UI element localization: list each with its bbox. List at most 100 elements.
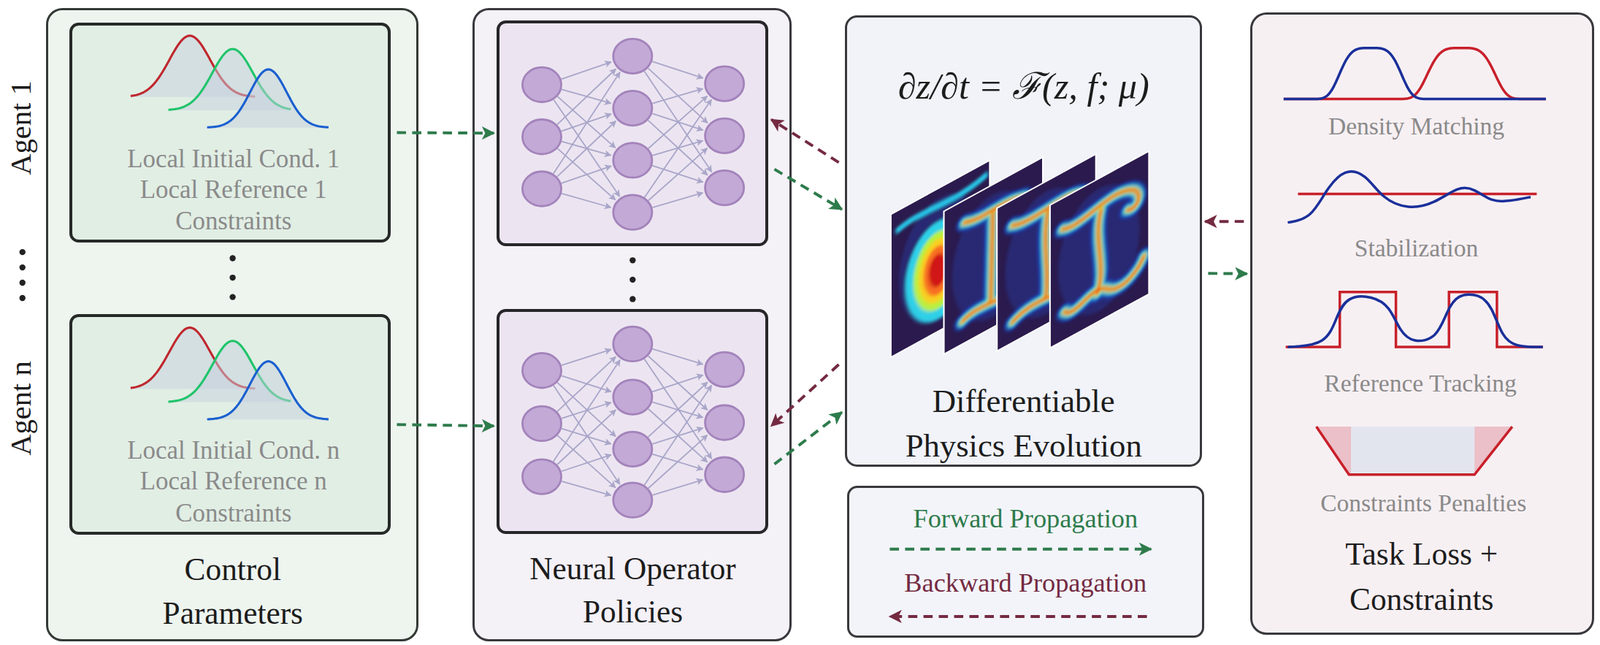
slice-background <box>944 157 1044 355</box>
net-connection <box>644 99 713 198</box>
field-blob <box>913 218 963 323</box>
net-neuron <box>705 457 745 493</box>
net-connection <box>557 409 616 465</box>
net-connection <box>561 428 612 444</box>
agent-label: Agent n <box>2 360 38 455</box>
net-neuron <box>613 379 653 415</box>
gaussian-fill <box>130 35 255 98</box>
net-connection <box>652 349 703 365</box>
ellipsis-dot <box>629 295 636 302</box>
field-slice <box>944 157 1044 355</box>
net-neuron <box>613 90 653 126</box>
field-blob <box>904 203 970 338</box>
slice-field <box>896 171 989 344</box>
node-text: Control Parameters <box>130 546 335 635</box>
node-text: Local Initial Cond. n <box>80 435 387 466</box>
objective-caption: Constraints Penalties <box>1320 489 1527 518</box>
slice-outline <box>890 159 991 358</box>
slice-outline <box>996 154 1097 352</box>
penalty-region <box>1316 426 1352 475</box>
net-connection <box>553 72 620 174</box>
gaussian-fill <box>207 361 329 420</box>
loss-panel: Task Loss + Constraints <box>1250 12 1595 635</box>
illustration <box>19 35 1546 518</box>
field-glow <box>898 175 981 343</box>
net-connection <box>557 382 616 437</box>
field-stroke <box>962 187 1028 322</box>
net-connection <box>561 113 612 132</box>
gaussian-fill <box>168 341 292 403</box>
net-connection <box>648 96 708 149</box>
net-connection <box>561 89 612 103</box>
field-blob <box>923 238 953 303</box>
node-text: Constraints <box>80 498 387 529</box>
net-connection <box>561 375 612 392</box>
neural-net <box>522 326 744 518</box>
net-connection <box>553 385 620 485</box>
net-connection <box>652 140 703 156</box>
objective-caption: Reference Tracking <box>1323 369 1517 398</box>
net-connection <box>553 99 620 197</box>
net-connection <box>652 88 703 103</box>
forward-arrow <box>396 131 494 136</box>
net-connection <box>557 148 615 200</box>
field-blob <box>928 249 948 292</box>
net-connection <box>647 120 707 176</box>
gaussian-curve <box>130 35 255 97</box>
backward-arrow <box>771 364 839 426</box>
legend-text: Backward Propagation <box>904 567 1147 599</box>
net-connection <box>648 148 708 201</box>
gaussian-fill <box>130 327 255 390</box>
agent-label: Agent 1 <box>2 80 38 175</box>
net-neuron <box>613 194 653 231</box>
net-connection <box>647 67 707 123</box>
agent-box: Local Initial Cond. nLocal Reference nCo… <box>69 314 391 535</box>
backward-arrow <box>771 119 839 163</box>
net-connection <box>561 62 612 80</box>
net-connection <box>644 358 712 459</box>
net-neuron <box>613 143 653 179</box>
net-connection <box>644 70 712 172</box>
stabilization-curve <box>1287 171 1531 223</box>
node-text: Task Loss + Constraints <box>1294 531 1549 622</box>
net-connection <box>561 454 612 472</box>
feasible-region <box>1350 426 1475 475</box>
field-slice <box>1050 151 1150 349</box>
density-curve <box>1283 48 1546 100</box>
field-stroke <box>962 187 1028 322</box>
slice-field <box>952 172 1035 340</box>
ellipsis-dot <box>19 249 26 255</box>
field-stroke <box>1062 179 1145 319</box>
net-connection <box>557 96 615 148</box>
net-connection <box>652 401 703 417</box>
forward-arrow <box>1207 271 1247 275</box>
net-connection <box>647 381 707 437</box>
ellipsis-dot <box>229 254 236 261</box>
net-connection <box>652 479 703 496</box>
field-glow <box>1004 169 1087 337</box>
forward-arrow <box>774 411 842 464</box>
ellipsis-dot <box>19 295 26 301</box>
group-panel: Neural Operator Policies <box>472 8 792 641</box>
net-connection <box>648 435 708 489</box>
net-neuron <box>705 118 745 154</box>
agent-box: Local Initial Cond. 1Local Reference 1Co… <box>69 22 391 244</box>
net-neuron <box>522 171 561 207</box>
ellipsis-dot <box>229 274 236 281</box>
legend-text: Forward Propagation <box>912 503 1138 534</box>
ellipsis-dot <box>19 264 26 271</box>
gaussian-curve <box>207 361 329 420</box>
field-stroke <box>962 187 1028 322</box>
physics-panel: ∂z/∂t = ℱ(z, f; μ)Differentiable Physics… <box>844 15 1203 467</box>
gaussian-curve <box>130 327 255 389</box>
net-neuron <box>613 326 653 362</box>
ellipsis-dot <box>629 257 636 263</box>
net-connection <box>644 385 712 486</box>
reference-signal <box>1285 292 1544 347</box>
forward-arrow <box>396 424 494 426</box>
node-text: Differentiable Physics Evolution <box>891 379 1156 469</box>
field-slice <box>890 159 991 358</box>
field-stroke <box>1012 183 1089 323</box>
net-connection <box>561 141 612 156</box>
net-neuron <box>705 66 745 102</box>
